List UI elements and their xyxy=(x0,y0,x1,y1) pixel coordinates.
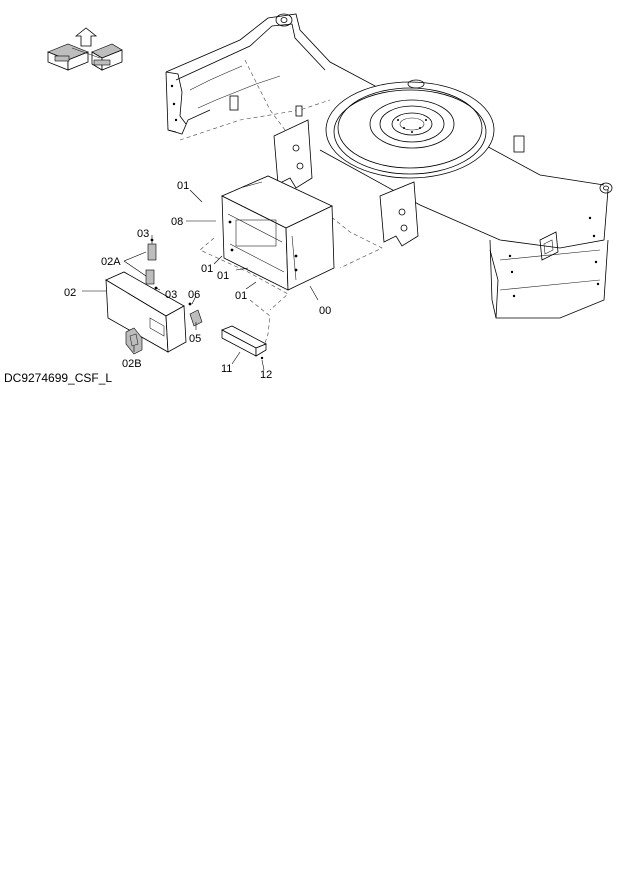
part-label: 12 xyxy=(260,369,272,381)
leader-lines xyxy=(82,189,319,371)
part-label: 03 xyxy=(165,289,177,301)
part-label: 00 xyxy=(319,305,331,317)
part-label: 02 xyxy=(64,287,76,299)
part-label: 02B xyxy=(122,358,142,370)
orientation-icon xyxy=(47,27,123,71)
bracket-05 xyxy=(188,302,203,327)
part-label: 01 xyxy=(177,180,189,192)
part-labels: 01 08 03 02A 03 02 01 01 01 00 06 05 02B… xyxy=(64,180,331,381)
cover-panel-02 xyxy=(105,271,187,353)
part-label: 06 xyxy=(188,289,200,301)
swing-bearing xyxy=(325,79,495,179)
part-label: 01 xyxy=(235,290,247,302)
part-label: 01 xyxy=(217,270,229,282)
part-label: 03 xyxy=(137,228,149,240)
part-label: 02A xyxy=(101,256,121,268)
upper-frame xyxy=(165,13,613,319)
drawing-number: DC9274699_CSF_L xyxy=(4,371,112,385)
handle-11 xyxy=(221,325,267,360)
tool-box-00 xyxy=(221,175,335,291)
mount-dashed-lines xyxy=(199,175,383,353)
hinges-02a xyxy=(145,238,158,290)
latch-02b xyxy=(125,327,143,355)
part-label: 11 xyxy=(221,363,232,375)
part-label: 01 xyxy=(201,263,213,275)
part-label: 08 xyxy=(171,216,183,228)
part-label: 05 xyxy=(189,333,201,345)
